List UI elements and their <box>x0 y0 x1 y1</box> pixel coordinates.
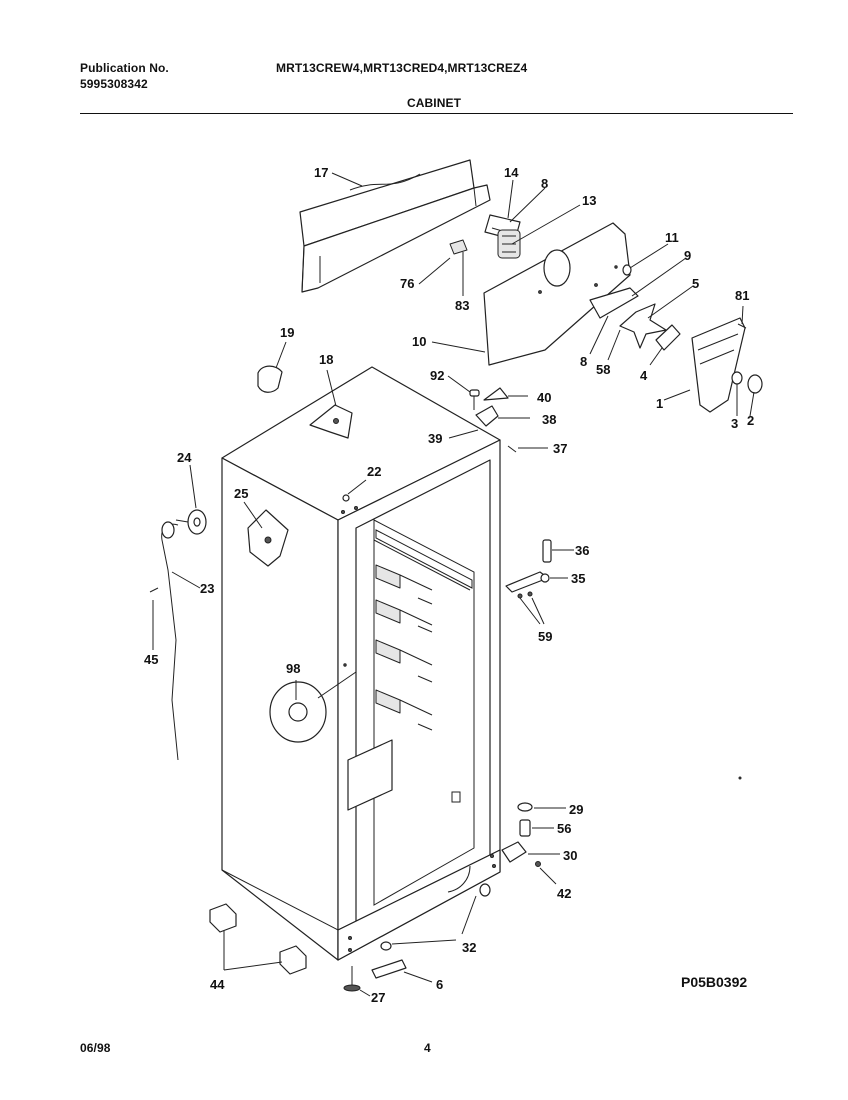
part-29-washer <box>517 802 533 812</box>
part-2-knob <box>747 374 763 394</box>
part-92-screw <box>469 389 480 410</box>
publication-label: Publication No. <box>80 61 169 75</box>
part-5-fan-blade <box>619 303 667 349</box>
header-rule <box>80 113 793 114</box>
callout-labels: 17 14 8 13 76 83 11 9 5 81 10 8 58 4 1 3… <box>144 165 754 1005</box>
callout-39: 39 <box>428 431 442 446</box>
callout-22: 22 <box>367 464 381 479</box>
callout-14: 14 <box>504 165 519 180</box>
callout-98: 98 <box>286 661 300 676</box>
callout-4: 4 <box>640 368 648 383</box>
part-11-grommet <box>614 264 632 276</box>
callout-35: 35 <box>571 571 585 586</box>
part-4-fan-motor <box>655 324 681 351</box>
callout-44: 44 <box>210 977 225 992</box>
part-6-bar <box>371 959 407 979</box>
part-81-screw <box>737 323 747 329</box>
part-9-motor-bracket <box>589 287 639 319</box>
part-83-clip <box>449 239 468 255</box>
part-44-rollers <box>209 903 307 975</box>
callout-3: 3 <box>731 416 738 431</box>
callout-19: 19 <box>280 325 294 340</box>
callout-11: 11 <box>665 230 679 245</box>
part-27-leveling-leg <box>343 966 361 992</box>
callout-5: 5 <box>692 276 699 291</box>
callout-32: 32 <box>462 940 476 955</box>
callout-37: 37 <box>553 441 567 456</box>
diagram-code: P05B0392 <box>681 974 747 990</box>
part-23-drain-tube <box>161 519 189 761</box>
callout-18: 18 <box>319 352 333 367</box>
part-19-cap <box>257 365 283 393</box>
callout-8-top: 8 <box>541 176 548 191</box>
part-10-evaporator-cover <box>483 222 631 366</box>
callout-17: 17 <box>314 165 328 180</box>
model-numbers: MRT13CREW4,MRT13CRED4,MRT13CREZ4 <box>276 61 528 75</box>
callout-76: 76 <box>400 276 414 291</box>
part-38-top-hinge <box>475 405 499 427</box>
callout-40: 40 <box>537 390 551 405</box>
callout-81: 81 <box>735 288 749 303</box>
section-title: CABINET <box>407 96 462 110</box>
part-36-hinge-pin <box>542 539 552 563</box>
callout-58: 58 <box>596 362 610 377</box>
footer-date: 06/98 <box>80 1041 111 1055</box>
callout-56: 56 <box>557 821 571 836</box>
callout-8-bottom: 8 <box>580 354 587 369</box>
part-25-hinge-plate <box>247 509 289 567</box>
part-3-nut <box>731 371 743 385</box>
callout-24: 24 <box>177 450 192 465</box>
part-13-damper <box>497 229 521 259</box>
part-17-top-panel <box>299 159 491 293</box>
part-40-cover <box>483 387 509 401</box>
part-42-screw <box>535 861 541 867</box>
part-59-screws <box>517 591 533 599</box>
part-35-center-hinge <box>505 571 550 593</box>
callout-29: 29 <box>569 802 583 817</box>
callout-2: 2 <box>747 413 754 428</box>
part-32-plugs <box>380 883 491 951</box>
callout-9: 9 <box>684 248 691 263</box>
leader-lines <box>152 172 755 997</box>
part-24-grommet <box>187 509 207 535</box>
callout-42: 42 <box>557 886 571 901</box>
publication-number: 5995308342 <box>80 77 148 91</box>
part-45-screw <box>149 587 159 593</box>
part-37-pin <box>507 445 517 453</box>
page-number: 4 <box>424 1041 431 1055</box>
part-1-air-duct <box>691 317 746 413</box>
callout-92: 92 <box>430 368 444 383</box>
callout-27: 27 <box>371 990 385 1005</box>
callout-6: 6 <box>436 977 443 992</box>
callout-1: 1 <box>656 396 663 411</box>
callout-38: 38 <box>542 412 556 427</box>
callout-13: 13 <box>582 193 596 208</box>
callout-83: 83 <box>455 298 469 313</box>
callout-59: 59 <box>538 629 552 644</box>
part-18-plate <box>309 404 353 439</box>
part-30-bottom-hinge <box>501 841 527 863</box>
part-56-bushing <box>519 819 531 837</box>
callout-25: 25 <box>234 486 248 501</box>
callout-45: 45 <box>144 652 158 667</box>
callout-23: 23 <box>200 581 214 596</box>
cabinet-body <box>221 366 501 961</box>
callout-30: 30 <box>563 848 577 863</box>
part-22-plug <box>341 494 358 514</box>
callout-10: 10 <box>412 334 426 349</box>
part-98-access-cover <box>269 663 347 743</box>
callout-36: 36 <box>575 543 589 558</box>
